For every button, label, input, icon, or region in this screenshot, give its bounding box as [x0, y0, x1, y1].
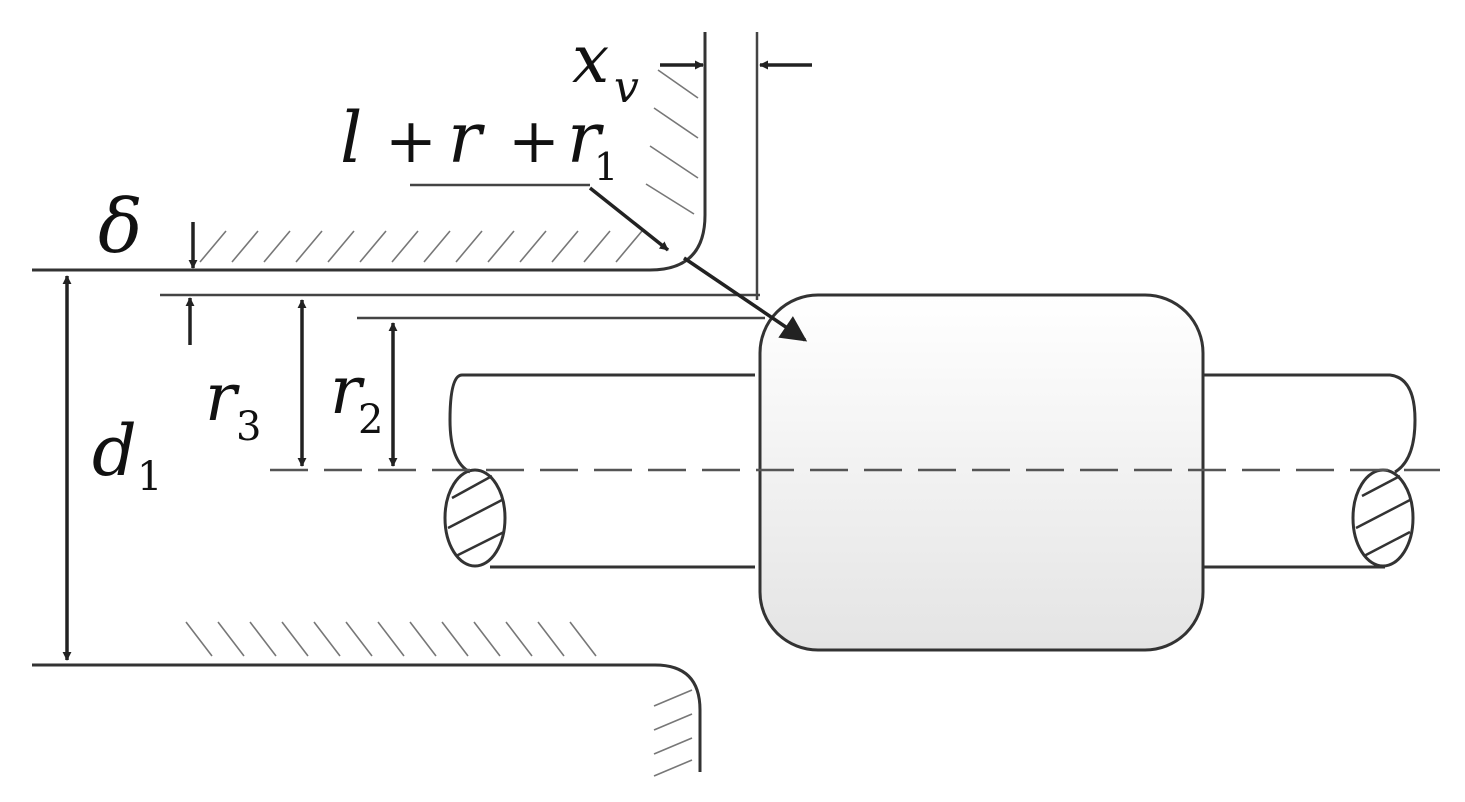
dimension-arrows: [62, 60, 812, 661]
lower-wall-hatching: [653, 689, 693, 777]
right-section-hatching: [1355, 474, 1411, 558]
upper-wall-hatching: [645, 69, 699, 215]
label-r3-main: r: [205, 359, 240, 436]
label-r3-sub: 3: [236, 404, 261, 450]
lower-seat-hatching: [185, 621, 597, 657]
sum-leader-upper: [588, 186, 670, 252]
label-sum-plus-2: +: [508, 104, 560, 177]
label-xv: x v: [572, 21, 639, 113]
left-section-hatching: [447, 474, 505, 558]
label-sum-l: l: [340, 97, 362, 179]
label-r2-main: r: [330, 352, 365, 429]
label-xv-sub: v: [614, 62, 639, 113]
label-xv-main: x: [572, 21, 609, 98]
sum-leader-lower: [683, 256, 808, 342]
label-sum: l + r + r 1: [340, 97, 618, 189]
label-delta: δ: [98, 184, 143, 270]
label-sum-r1-sub: 1: [594, 145, 618, 189]
label-r2-sub: 2: [358, 397, 383, 443]
label-d1-main: d: [92, 410, 137, 492]
label-d1-sub: 1: [137, 454, 162, 500]
label-sum-r: r: [448, 97, 485, 179]
upper-seat-hatching: [199, 230, 643, 263]
reference-lines: [160, 32, 765, 320]
label-r2: r 2: [330, 352, 383, 443]
lower-seat-housing: [32, 621, 702, 777]
upper-seat-housing: [32, 32, 707, 272]
label-d1: d 1: [92, 410, 162, 500]
spool-rod: [443, 293, 1417, 652]
left-shaft-section: [443, 468, 507, 568]
label-sum-r1: r: [567, 97, 604, 179]
label-sum-plus-1: +: [385, 104, 437, 177]
spool-land: [758, 293, 1205, 652]
label-r3: r 3: [205, 359, 261, 450]
